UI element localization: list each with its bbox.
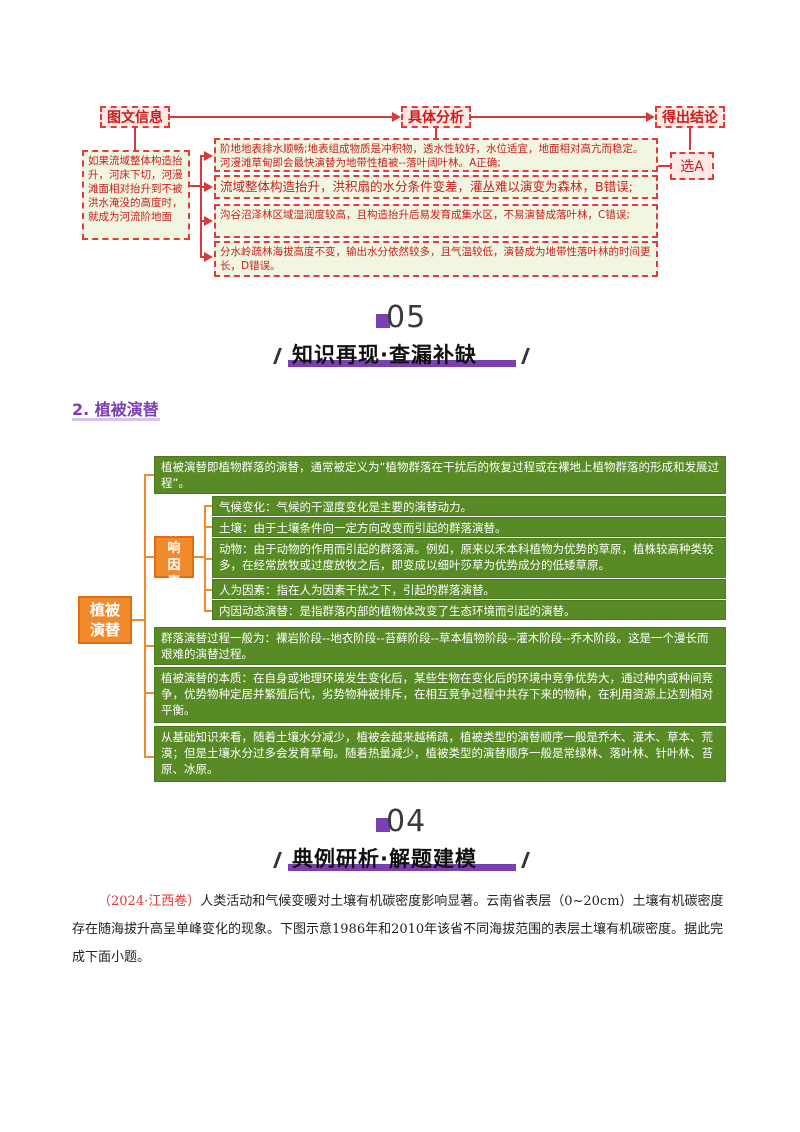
section-05-square — [376, 314, 390, 328]
flow-analysis-b: 流域整体构造抬升，洪积扇的水分条件变差，灌丛难以演变为森林，B错误; — [214, 175, 658, 199]
mindmap-tick-influence — [144, 556, 154, 558]
mindmap-main-vertical — [144, 474, 146, 758]
example-text: 人类活动和气候变暖对土壤有机碳密度影响显著。云南省表层（0~20cm）土壤有机碳… — [72, 894, 724, 965]
mindmap-factor-tick-4 — [204, 589, 212, 591]
mindmap-influence-label: 影响因素 — [154, 524, 194, 590]
mindmap-factor-tick-3 — [204, 558, 212, 560]
flow-arrowhead-1 — [392, 112, 401, 122]
flow-analysis-c: 沟谷沼泽林区域湿润度较高，且构造抬升后易发育成集水区，不易演替成落叶林，C错误; — [214, 204, 658, 238]
mindmap-influence-line — [194, 556, 204, 558]
flow-analysis-d: 分水岭疏林海拔高度不变，输出水分依然较多，且气温较低，演替成为地带性落叶林的时间… — [214, 241, 658, 277]
mindmap-definition: 植被演替即植物群落的演替，通常被定义为“植物群落在干扰后的恢复过程或在裸地上植物… — [154, 456, 726, 494]
mindmap-factor-soil: 土壤：由于土壤条件向一定方向改变而引起的群落演替。 — [212, 517, 726, 537]
section-04-slash-right — [521, 852, 530, 868]
mindmap-root: 植被演替 — [78, 596, 132, 644]
section-04-number: 04 — [386, 804, 427, 839]
flow-arrowhead-2 — [646, 112, 655, 122]
mindmap-essence: 植被演替的本质：在自身或地理环境发生变化后，某些生物在变化后的环境中竞争优势大，… — [154, 667, 726, 723]
flow-connector-conclusion — [689, 128, 691, 150]
mindmap-factor-animal: 动物：由于动物的作用而引起的群落演。例如，原来以禾本科植物为优势的草原，植株较高… — [212, 538, 726, 578]
section-04-title: 典例研析·解题建模 — [292, 847, 477, 871]
mindmap-factor-tick-1 — [204, 505, 212, 507]
flow-branch-a-head — [204, 151, 213, 161]
mindmap-factor-climate: 气候变化：气候的干湿度变化是主要的演替动力。 — [212, 496, 726, 516]
flow-analysis-a: 阶地地表排水顺畅;地表组成物质是冲积物，透水性较好，水位适宜，地面相对高亢而稳定… — [214, 138, 658, 172]
mindmap-factor-tick-2 — [204, 526, 212, 528]
flow-branch-d-head — [204, 252, 213, 262]
flow-info-box: 如果流域整体构造抬升，河床下切，河漫滩面相对抬升到不被洪水淹没的高度时，就成为河… — [82, 150, 190, 240]
section-05-underline — [288, 360, 516, 367]
flow-branch-b-head — [204, 182, 213, 192]
mindmap-tick-essence — [144, 692, 154, 694]
mindmap-tick-definition — [144, 474, 154, 476]
mindmap-process: 群落演替过程一般为：裸岩阶段--地衣阶段--苔藓阶段--草本植物阶段--灌木阶段… — [154, 627, 726, 665]
flow-arrow-line-2 — [471, 116, 646, 118]
flow-connector-analysis — [435, 128, 437, 138]
flow-header-analysis: 具体分析 — [401, 106, 471, 128]
example-source: （2024·江西卷） — [98, 894, 201, 909]
flow-header-info: 图文信息 — [100, 106, 170, 128]
section-05-number: 05 — [386, 300, 427, 335]
flow-conclusion-line — [658, 165, 670, 167]
flow-conclusion-box: 选A — [670, 152, 714, 180]
mindmap-factor-internal: 内因动态演替：是指群落内部的植物体改变了生态环境而引起的演替。 — [212, 600, 726, 620]
mindmap-root-line — [132, 619, 144, 621]
flow-arrow-line-1 — [170, 116, 392, 118]
subheading-vegetation-succession: 2. 植被演替 — [72, 400, 159, 419]
section-04-slash-left — [273, 852, 282, 868]
mindmap-basic: 从基础知识来看，随着土壤水分减少，植被会越来越稀疏，植被类型的演替顺序一般是乔木… — [154, 726, 726, 782]
section-05-title: 知识再现·查漏补缺 — [292, 343, 477, 367]
subheading-underline — [72, 418, 160, 421]
mindmap-tick-basic — [144, 756, 154, 758]
flow-branch-c-head — [204, 216, 213, 226]
section-04-square — [376, 818, 390, 832]
flow-branch-vertical — [200, 155, 202, 257]
flow-branch-trunk — [190, 185, 200, 187]
section-05-slash-left — [273, 348, 282, 364]
flow-connector-info — [134, 128, 136, 150]
mindmap-factor-tick-5 — [204, 610, 212, 612]
section-05-slash-right — [521, 348, 530, 364]
mindmap-factor-human: 人为因素：指在人为因素干扰之下，引起的群落演替。 — [212, 579, 726, 599]
section-04-underline — [288, 864, 516, 871]
mindmap-tick-process — [144, 645, 154, 647]
example-paragraph: （2024·江西卷）人类活动和气候变暖对土壤有机碳密度影响显著。云南省表层（0~… — [72, 888, 732, 972]
flow-header-conclusion: 得出结论 — [655, 106, 725, 128]
